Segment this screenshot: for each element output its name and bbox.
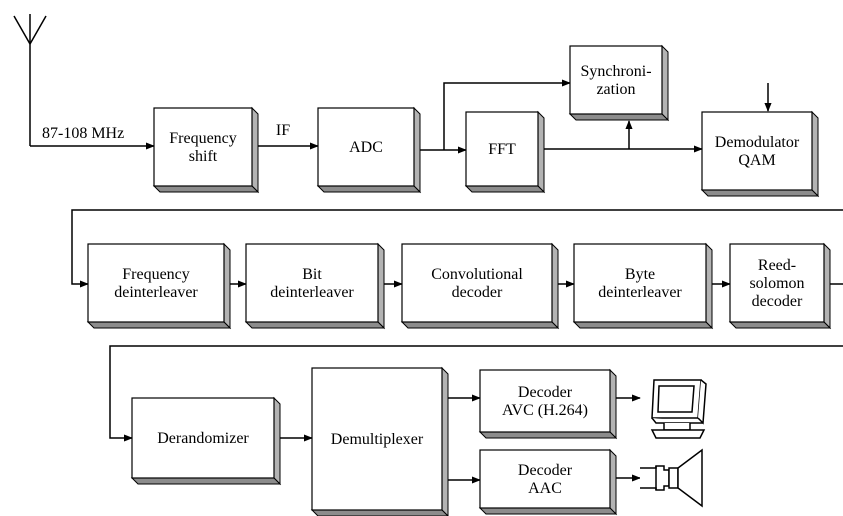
monitor-icon [650, 379, 707, 439]
block-label: AAC [528, 480, 562, 497]
block-label: Frequency [122, 266, 190, 283]
block-label: Decoder [518, 462, 573, 479]
antenna-icon [13, 14, 47, 146]
block-label: Synchroni- [580, 63, 651, 80]
block-label: QAM [738, 152, 775, 169]
block-adc: ADC [316, 106, 422, 194]
block-label: Demultiplexer [331, 431, 424, 448]
block-label: Frequency [169, 130, 237, 147]
block-label: solomon [749, 275, 804, 292]
block-label: ADC [349, 139, 383, 156]
block-label: deinterleaver [114, 284, 198, 301]
block-derand: Derandomizer [130, 396, 282, 486]
block-label: Bit [302, 266, 322, 283]
block-label: FFT [488, 141, 516, 158]
block-label: Convolutional [431, 266, 523, 283]
block-label: decoder [452, 284, 503, 301]
block-label: deinterleaver [598, 284, 682, 301]
block-label: AVC (H.264) [502, 402, 588, 419]
block-label: Reed- [758, 257, 796, 274]
block-fft: FFT [464, 110, 546, 194]
block-label: shift [189, 148, 218, 165]
if-label: IF [276, 122, 290, 139]
signal-lines [30, 79, 843, 484]
block-sync: Synchroni-zation [568, 44, 670, 122]
block-label: Byte [625, 266, 655, 283]
block-demux: Demultiplexer [310, 366, 449, 516]
block-label: Decoder [518, 384, 573, 401]
input-frequency-label: 87-108 MHz [42, 125, 124, 142]
block-label: Demodulator [715, 134, 800, 151]
block-label: zation [596, 81, 635, 98]
block-label: decoder [752, 293, 803, 310]
block-label: Derandomizer [157, 430, 249, 447]
block-label: deinterleaver [270, 284, 354, 301]
speaker-icon [640, 448, 703, 508]
